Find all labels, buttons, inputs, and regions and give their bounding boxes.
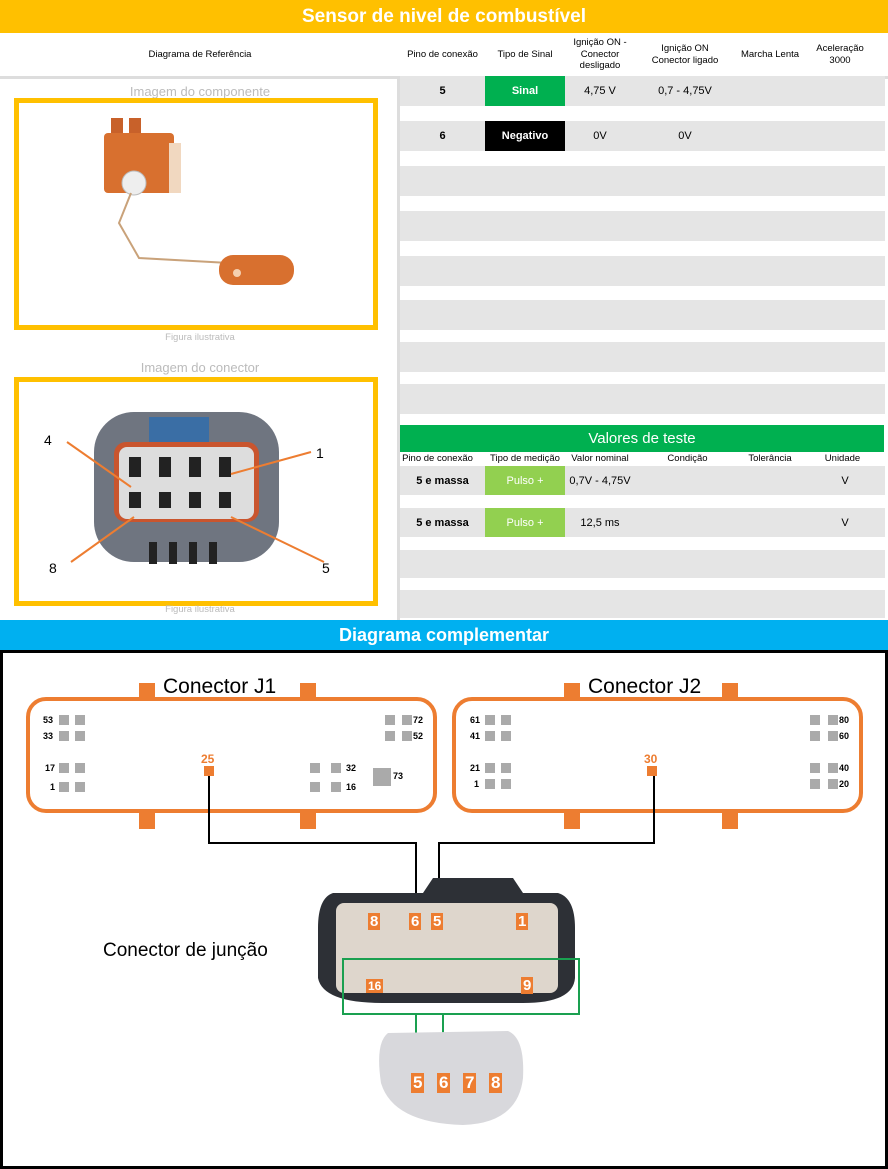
- component-figure-note: Figura ilustrativa: [165, 332, 235, 343]
- j1-pin: 52: [413, 731, 424, 741]
- complementary-title: Diagrama complementar: [0, 620, 888, 650]
- header-ign-off: Ignição ON - Conector desligado: [573, 37, 627, 72]
- tv-pin: 5 e massa: [416, 516, 469, 529]
- tv-nominal: 0,7V - 4,75V: [569, 474, 631, 487]
- tv-unit: V: [841, 516, 849, 529]
- tv-nominal: 12,5 ms: [580, 516, 620, 529]
- ign-on-cell: 0,7 - 4,75V: [658, 85, 712, 97]
- j2-pin: 60: [839, 731, 850, 741]
- junction-pin: 6: [409, 913, 422, 930]
- junction-pin: 1: [516, 913, 529, 930]
- sensor-pin: 6: [437, 1073, 451, 1093]
- sensor-pin: 7: [463, 1073, 477, 1093]
- empty-row: [400, 550, 885, 578]
- tv-unit: V: [841, 474, 849, 487]
- empty-row: [400, 384, 885, 414]
- connector-pin-label: 4: [44, 432, 52, 448]
- ign-off-cell: 4,75 V: [584, 85, 616, 97]
- tv-header-condition: Condição: [667, 453, 708, 464]
- tv-header-measure: Tipo de medição: [490, 453, 560, 464]
- j1-pin: 17: [45, 763, 56, 773]
- tv-header-tolerance: Tolerância: [748, 453, 792, 464]
- j1-pin: 16: [346, 782, 357, 792]
- header-pin: Pino de conexão: [407, 48, 478, 60]
- tv-pin: 5 e massa: [416, 474, 469, 487]
- j2-pin: 21: [470, 763, 481, 773]
- j2-highlight-pin: 30: [644, 752, 658, 766]
- sensor-pin: 8: [489, 1073, 503, 1093]
- header-idle: Marcha Lenta: [740, 48, 800, 60]
- complementary-diagram: Conector J1 Conector J2 53 33 17 1 72 52…: [0, 650, 888, 1169]
- empty-row: [400, 256, 885, 286]
- j1-label: Conector J1: [163, 675, 277, 698]
- empty-row: [400, 166, 885, 196]
- empty-row: [400, 211, 885, 241]
- junction-pin: 8: [368, 913, 381, 930]
- page-title: Sensor de nivel de combustível: [0, 0, 888, 33]
- ign-on-cell: 0V: [678, 130, 692, 142]
- measure-badge: Pulso +: [485, 466, 565, 495]
- pin-cell: 5: [439, 85, 446, 97]
- tv-header-pin: Pino de conexão: [402, 453, 473, 464]
- j2-pin: 41: [470, 731, 481, 741]
- signal-type-badge: Sinal: [485, 76, 565, 106]
- j1-pin: 73: [393, 771, 404, 781]
- connector-pin-label: 1: [316, 445, 324, 461]
- test-row: 5 e massa Pulso + 0,7V - 4,75V V: [400, 466, 885, 495]
- pin-cell: 6: [439, 130, 446, 142]
- connector-caption: Imagem do conector: [140, 360, 260, 375]
- sensor-pin: 5: [411, 1073, 425, 1093]
- j1-pin: 72: [413, 715, 424, 725]
- junction-pin: 5: [431, 913, 444, 930]
- j1-pin: 32: [346, 763, 357, 773]
- ign-off-cell: 0V: [593, 130, 607, 142]
- tv-header-unit: Unidade: [824, 453, 861, 464]
- header-accel: Aceleração 3000: [816, 43, 864, 66]
- j2-pin: 80: [839, 715, 850, 725]
- signal-type-badge: Negativo: [485, 121, 565, 151]
- junction-pin: 16: [366, 979, 384, 993]
- connector-pin-label: 8: [49, 560, 57, 576]
- header-signal-type: Tipo de Sinal: [497, 48, 553, 60]
- j1-pin: 1: [50, 782, 56, 792]
- empty-row: [400, 300, 885, 330]
- tv-header-nominal: Valor nominal: [571, 453, 629, 464]
- component-image: [14, 98, 378, 330]
- j1-pin: 53: [43, 715, 54, 725]
- connector-figure-note: Figura ilustrativa: [165, 604, 235, 615]
- j1-highlight-pin: 25: [201, 752, 215, 766]
- j2-label: Conector J2: [588, 675, 702, 698]
- header-diagram: Diagrama de Referência: [148, 48, 252, 60]
- junction-pin: 9: [521, 977, 534, 994]
- j2-pin: 61: [470, 715, 481, 725]
- test-row: 5 e massa Pulso + 12,5 ms V: [400, 508, 885, 537]
- table-row: 6 Negativo 0V 0V: [400, 121, 885, 151]
- measure-badge: Pulso +: [485, 508, 565, 537]
- header-ign-on: Ignição ON Conector ligado: [651, 43, 719, 66]
- connector-image: 4 1 8 5: [14, 377, 378, 606]
- j2-pin: 20: [839, 779, 850, 789]
- j2-pin: 1: [474, 779, 480, 789]
- junction-label: Conector de junção: [103, 940, 268, 961]
- j2-pin: 40: [839, 763, 850, 773]
- table-row: 5 Sinal 4,75 V 0,7 - 4,75V: [400, 76, 885, 106]
- test-values-title: Valores de teste: [400, 425, 884, 452]
- component-caption: Imagem do componente: [129, 84, 271, 99]
- empty-row: [400, 342, 885, 372]
- empty-row: [400, 590, 885, 618]
- j1-pin: 33: [43, 731, 54, 741]
- connector-pin-label: 5: [322, 560, 330, 576]
